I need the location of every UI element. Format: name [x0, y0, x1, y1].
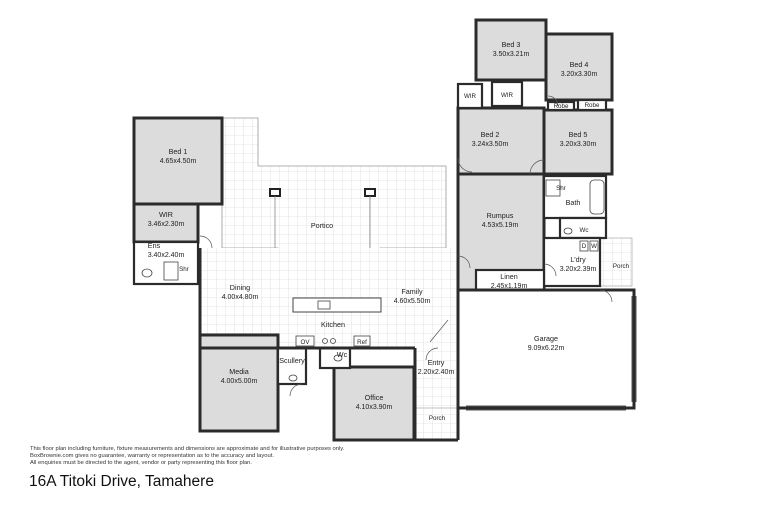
- bed1-room: [132, 116, 224, 206]
- bed2-dim: 3.24x3.50m: [472, 141, 509, 148]
- rumpus-label: Rumpus: [487, 211, 514, 220]
- scullery-label: Scullery: [279, 356, 305, 365]
- robe-left-room: [546, 100, 576, 112]
- robe-right-room: [576, 98, 608, 112]
- garage-dim: 9.09x6.22m: [528, 345, 565, 352]
- disclaimer-line: All enquiries must be directed to the ag…: [30, 460, 253, 467]
- linen-dim: 2.45x1.19m: [491, 283, 528, 290]
- garage-room: [456, 288, 637, 411]
- bed5-room: [542, 108, 614, 176]
- property-address: 16A Titoki Drive, Tamahere: [29, 473, 214, 490]
- porch-right-label: Porch: [613, 263, 630, 270]
- wir-main-room: [132, 202, 200, 244]
- bed1-label: Bed 1: [169, 147, 188, 156]
- robe-left-label: Robe: [554, 103, 569, 110]
- bath-fixtures: [141, 179, 605, 382]
- ldry-dim: 3.20x2.39m: [560, 266, 597, 273]
- ens-dim: 3.40x2.40m: [148, 252, 185, 259]
- bed1-dim: 4.65x4.50m: [160, 158, 197, 165]
- ref-label: Ref: [357, 339, 367, 346]
- family-dim: 4.60x5.50m: [394, 298, 431, 305]
- bed2-label: Bed 2: [481, 130, 500, 139]
- entry-label: Entry: [428, 358, 445, 367]
- door-swings: [199, 95, 613, 397]
- entry-tiles: [415, 348, 458, 408]
- entry-dim: 2.20x2.40m: [418, 369, 455, 376]
- garage-label: Garage: [534, 334, 558, 343]
- bed5-label: Bed 5: [569, 130, 588, 139]
- media-room: [198, 333, 280, 433]
- kitchen-island: [292, 297, 382, 347]
- bed5-dim: 3.20x3.30m: [560, 141, 597, 148]
- shr-bath-label: Shr: [556, 185, 566, 192]
- robe-right-label: Robe: [585, 102, 600, 109]
- wir-main-dim: 3.46x2.30m: [148, 221, 185, 228]
- dining-dim: 4.00x4.80m: [222, 294, 259, 301]
- d-label: D: [582, 243, 587, 250]
- office-dim: 4.10x3.90m: [356, 404, 393, 411]
- wir-right-label: WIR: [501, 92, 514, 99]
- wc-entry-label: Wc: [337, 350, 348, 359]
- bath-label: Bath: [566, 198, 581, 207]
- bed4-dim: 3.20x3.30m: [561, 71, 598, 78]
- media-dim: 4.00x5.00m: [221, 378, 258, 385]
- office-label: Office: [365, 393, 384, 402]
- kitchen-label: Kitchen: [321, 320, 345, 329]
- linen-label: Linen: [500, 272, 518, 281]
- media-label: Media: [229, 367, 249, 376]
- dining-label: Dining: [230, 283, 250, 292]
- bed4-room: [544, 32, 614, 102]
- bed4-label: Bed 4: [570, 60, 589, 69]
- wir-left-label: WIR: [464, 93, 477, 100]
- disclaimer: This floor plan including furniture, fix…: [30, 446, 450, 468]
- ldry-label: L'dry: [570, 255, 586, 264]
- bed3-label: Bed 3: [502, 40, 521, 49]
- carpeted-rooms: [132, 18, 614, 442]
- portico-area: [221, 117, 447, 269]
- wir-right-room: [490, 80, 524, 108]
- wir-main-label: WIR: [159, 210, 173, 219]
- portico-label: Portico: [311, 221, 333, 230]
- porch-bottom-label: Porch: [429, 415, 446, 422]
- family-label: Family: [401, 287, 423, 296]
- wir-left-room: [456, 82, 484, 110]
- wc-bath-label: Wc: [580, 227, 589, 234]
- bed3-dim: 3.50x3.21m: [493, 51, 530, 58]
- shr-ens-label: Shr: [179, 266, 189, 273]
- ov-label: OV: [301, 339, 311, 346]
- disclaimer-line: This floor plan including furniture, fix…: [30, 446, 345, 452]
- disclaimer-line: BoxBrownie.com gives no guarantee, warra…: [30, 453, 274, 460]
- bed3-room: [474, 18, 548, 82]
- w-label: W: [591, 243, 597, 250]
- ens-label: Ens: [148, 241, 161, 250]
- rumpus-dim: 4.53x5.19m: [482, 222, 519, 229]
- room-labels: Bed 3 3.50x3.21m Bed 4 3.20x3.30m WIR WI…: [148, 40, 630, 422]
